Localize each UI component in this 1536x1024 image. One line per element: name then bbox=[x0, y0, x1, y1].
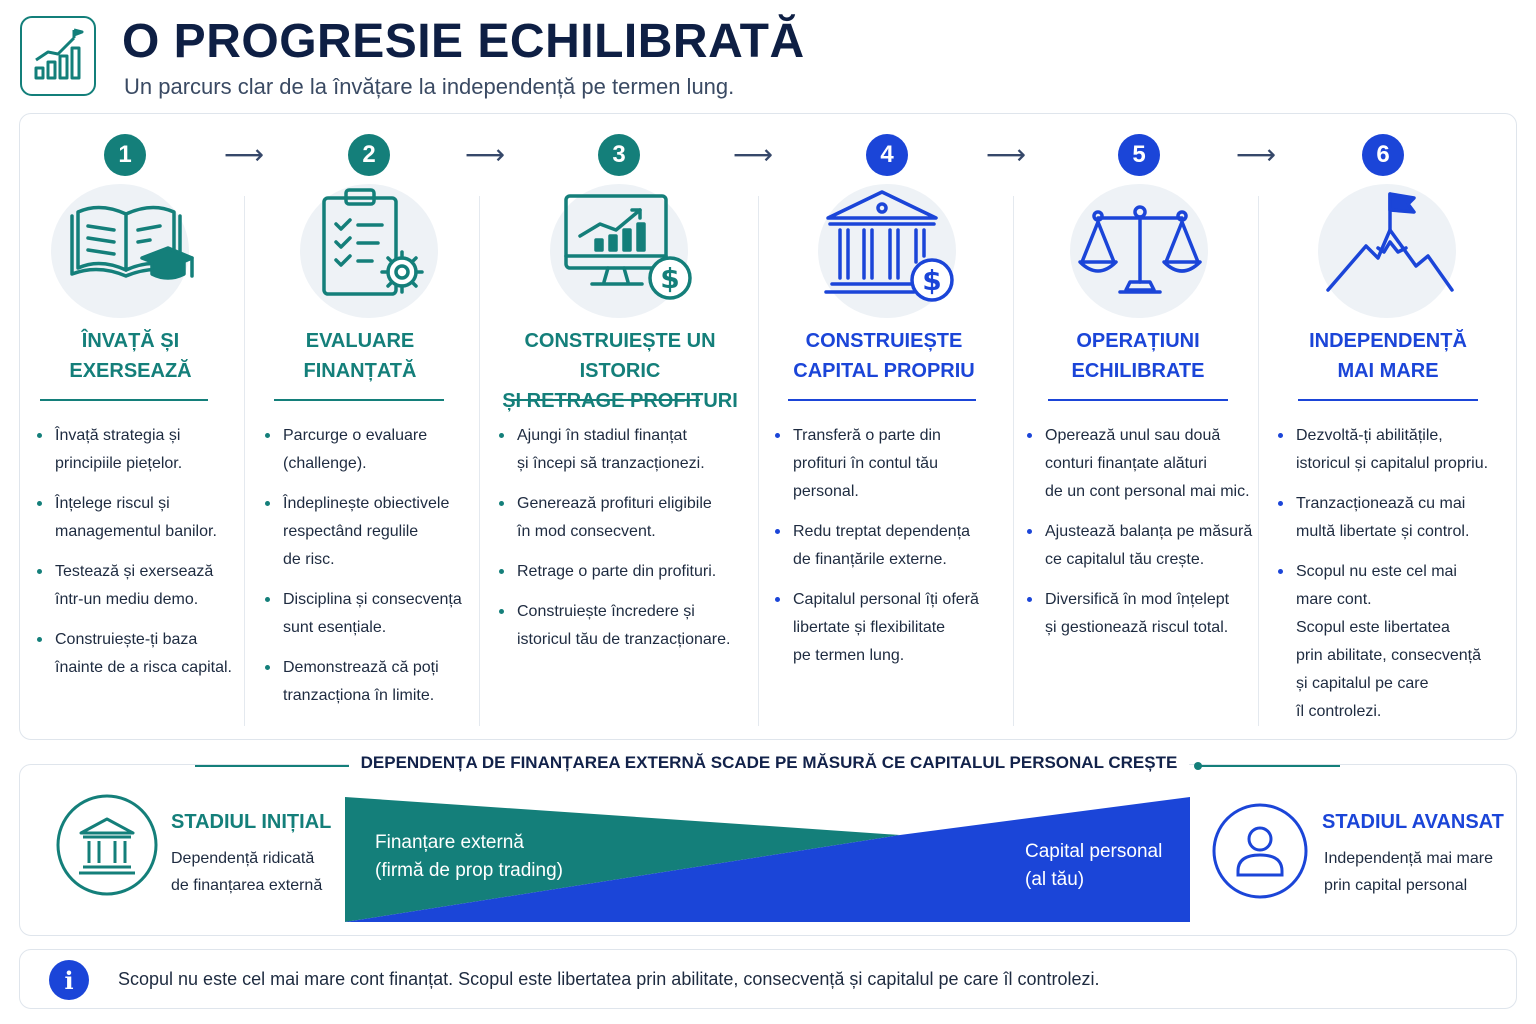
stage-divider bbox=[244, 196, 245, 726]
arrow-right-icon: ⟶ bbox=[733, 139, 774, 170]
title-underline bbox=[40, 399, 208, 401]
list-item: Dezvoltă-ți abilitățile,istoricul și cap… bbox=[1278, 422, 1514, 478]
page-title: O PROGRESIE ECHILIBRATĂ bbox=[122, 15, 805, 68]
balance-scale-icon bbox=[1078, 205, 1202, 294]
list-item: Parcurge o evaluare(challenge). bbox=[265, 422, 475, 478]
stage-bullets: Parcurge o evaluare(challenge). Îndeplin… bbox=[265, 422, 475, 722]
personal-capital-wedge bbox=[345, 797, 1190, 922]
svg-text:$: $ bbox=[660, 262, 679, 295]
funding-wedge-chart bbox=[345, 797, 1190, 922]
stage-divider bbox=[1013, 196, 1014, 726]
step-number-badge: 1 bbox=[104, 134, 146, 176]
bank-dollar-icon: $ bbox=[824, 190, 954, 302]
step-number-badge: 2 bbox=[348, 134, 390, 176]
clipboard-gear-icon bbox=[322, 188, 424, 296]
page-subtitle: Un parcurs clar de la învățare la indepe… bbox=[124, 74, 735, 99]
step-number-badge: 5 bbox=[1118, 134, 1160, 176]
personal-capital-label: Capital personal(al tău) bbox=[1025, 841, 1163, 890]
icon-background bbox=[1318, 184, 1456, 318]
info-panel: i Scopul nu este cel mai mare cont finan… bbox=[19, 949, 1517, 1009]
external-funding-label: Finanțare externă(firmă de prop trading) bbox=[375, 832, 563, 881]
stage-divider bbox=[479, 196, 480, 726]
dependency-header: DEPENDENȚA DE FINANȚAREA EXTERNĂ SCADE P… bbox=[20, 753, 1518, 773]
initial-stage-label: STADIUL INIȚIAL bbox=[171, 811, 332, 833]
arrow-right-icon: ⟶ bbox=[224, 139, 265, 170]
arrow-right-icon: ⟶ bbox=[986, 139, 1027, 170]
stage-bullets: Dezvoltă-ți abilitățile,istoricul și cap… bbox=[1278, 422, 1514, 738]
step-number-badge: 6 bbox=[1362, 134, 1404, 176]
advanced-stage-label: STADIUL AVANSAT bbox=[1322, 811, 1504, 833]
svg-text:$: $ bbox=[922, 264, 941, 297]
monitor-chart-dollar-icon: $ bbox=[564, 194, 692, 300]
step-number-badge: 3 bbox=[598, 134, 640, 176]
header-dot bbox=[1194, 762, 1202, 770]
arrow-right-icon: ⟶ bbox=[1236, 139, 1277, 170]
bank-icon bbox=[56, 794, 158, 896]
arrow-right-icon: ⟶ bbox=[465, 139, 506, 170]
book-graduation-cap-icon bbox=[70, 205, 194, 280]
title-underline bbox=[788, 399, 976, 401]
dependency-panel: DEPENDENȚA DE FINANȚAREA EXTERNĂ SCADE P… bbox=[19, 753, 1517, 936]
info-icon: i bbox=[49, 960, 89, 1000]
title-underline bbox=[510, 399, 700, 401]
step-number-badge: 4 bbox=[866, 134, 908, 176]
user-icon bbox=[1212, 803, 1308, 899]
info-text: Scopul nu este cel mai mare cont finanța… bbox=[118, 969, 1100, 989]
title-underline bbox=[274, 399, 444, 401]
title-underline bbox=[1298, 399, 1478, 401]
growth-chart-flag-icon bbox=[34, 28, 84, 80]
stage-divider bbox=[1258, 196, 1259, 726]
stage-divider bbox=[758, 196, 759, 726]
external-funding-wedge bbox=[345, 797, 900, 922]
logo bbox=[20, 16, 96, 96]
header-line-right bbox=[1195, 765, 1340, 767]
header-line-left bbox=[195, 765, 360, 767]
mountain-flag-icon bbox=[1326, 192, 1454, 292]
title-underline bbox=[1048, 399, 1228, 401]
list-item: Retrage o parte din profituri. bbox=[499, 558, 754, 586]
